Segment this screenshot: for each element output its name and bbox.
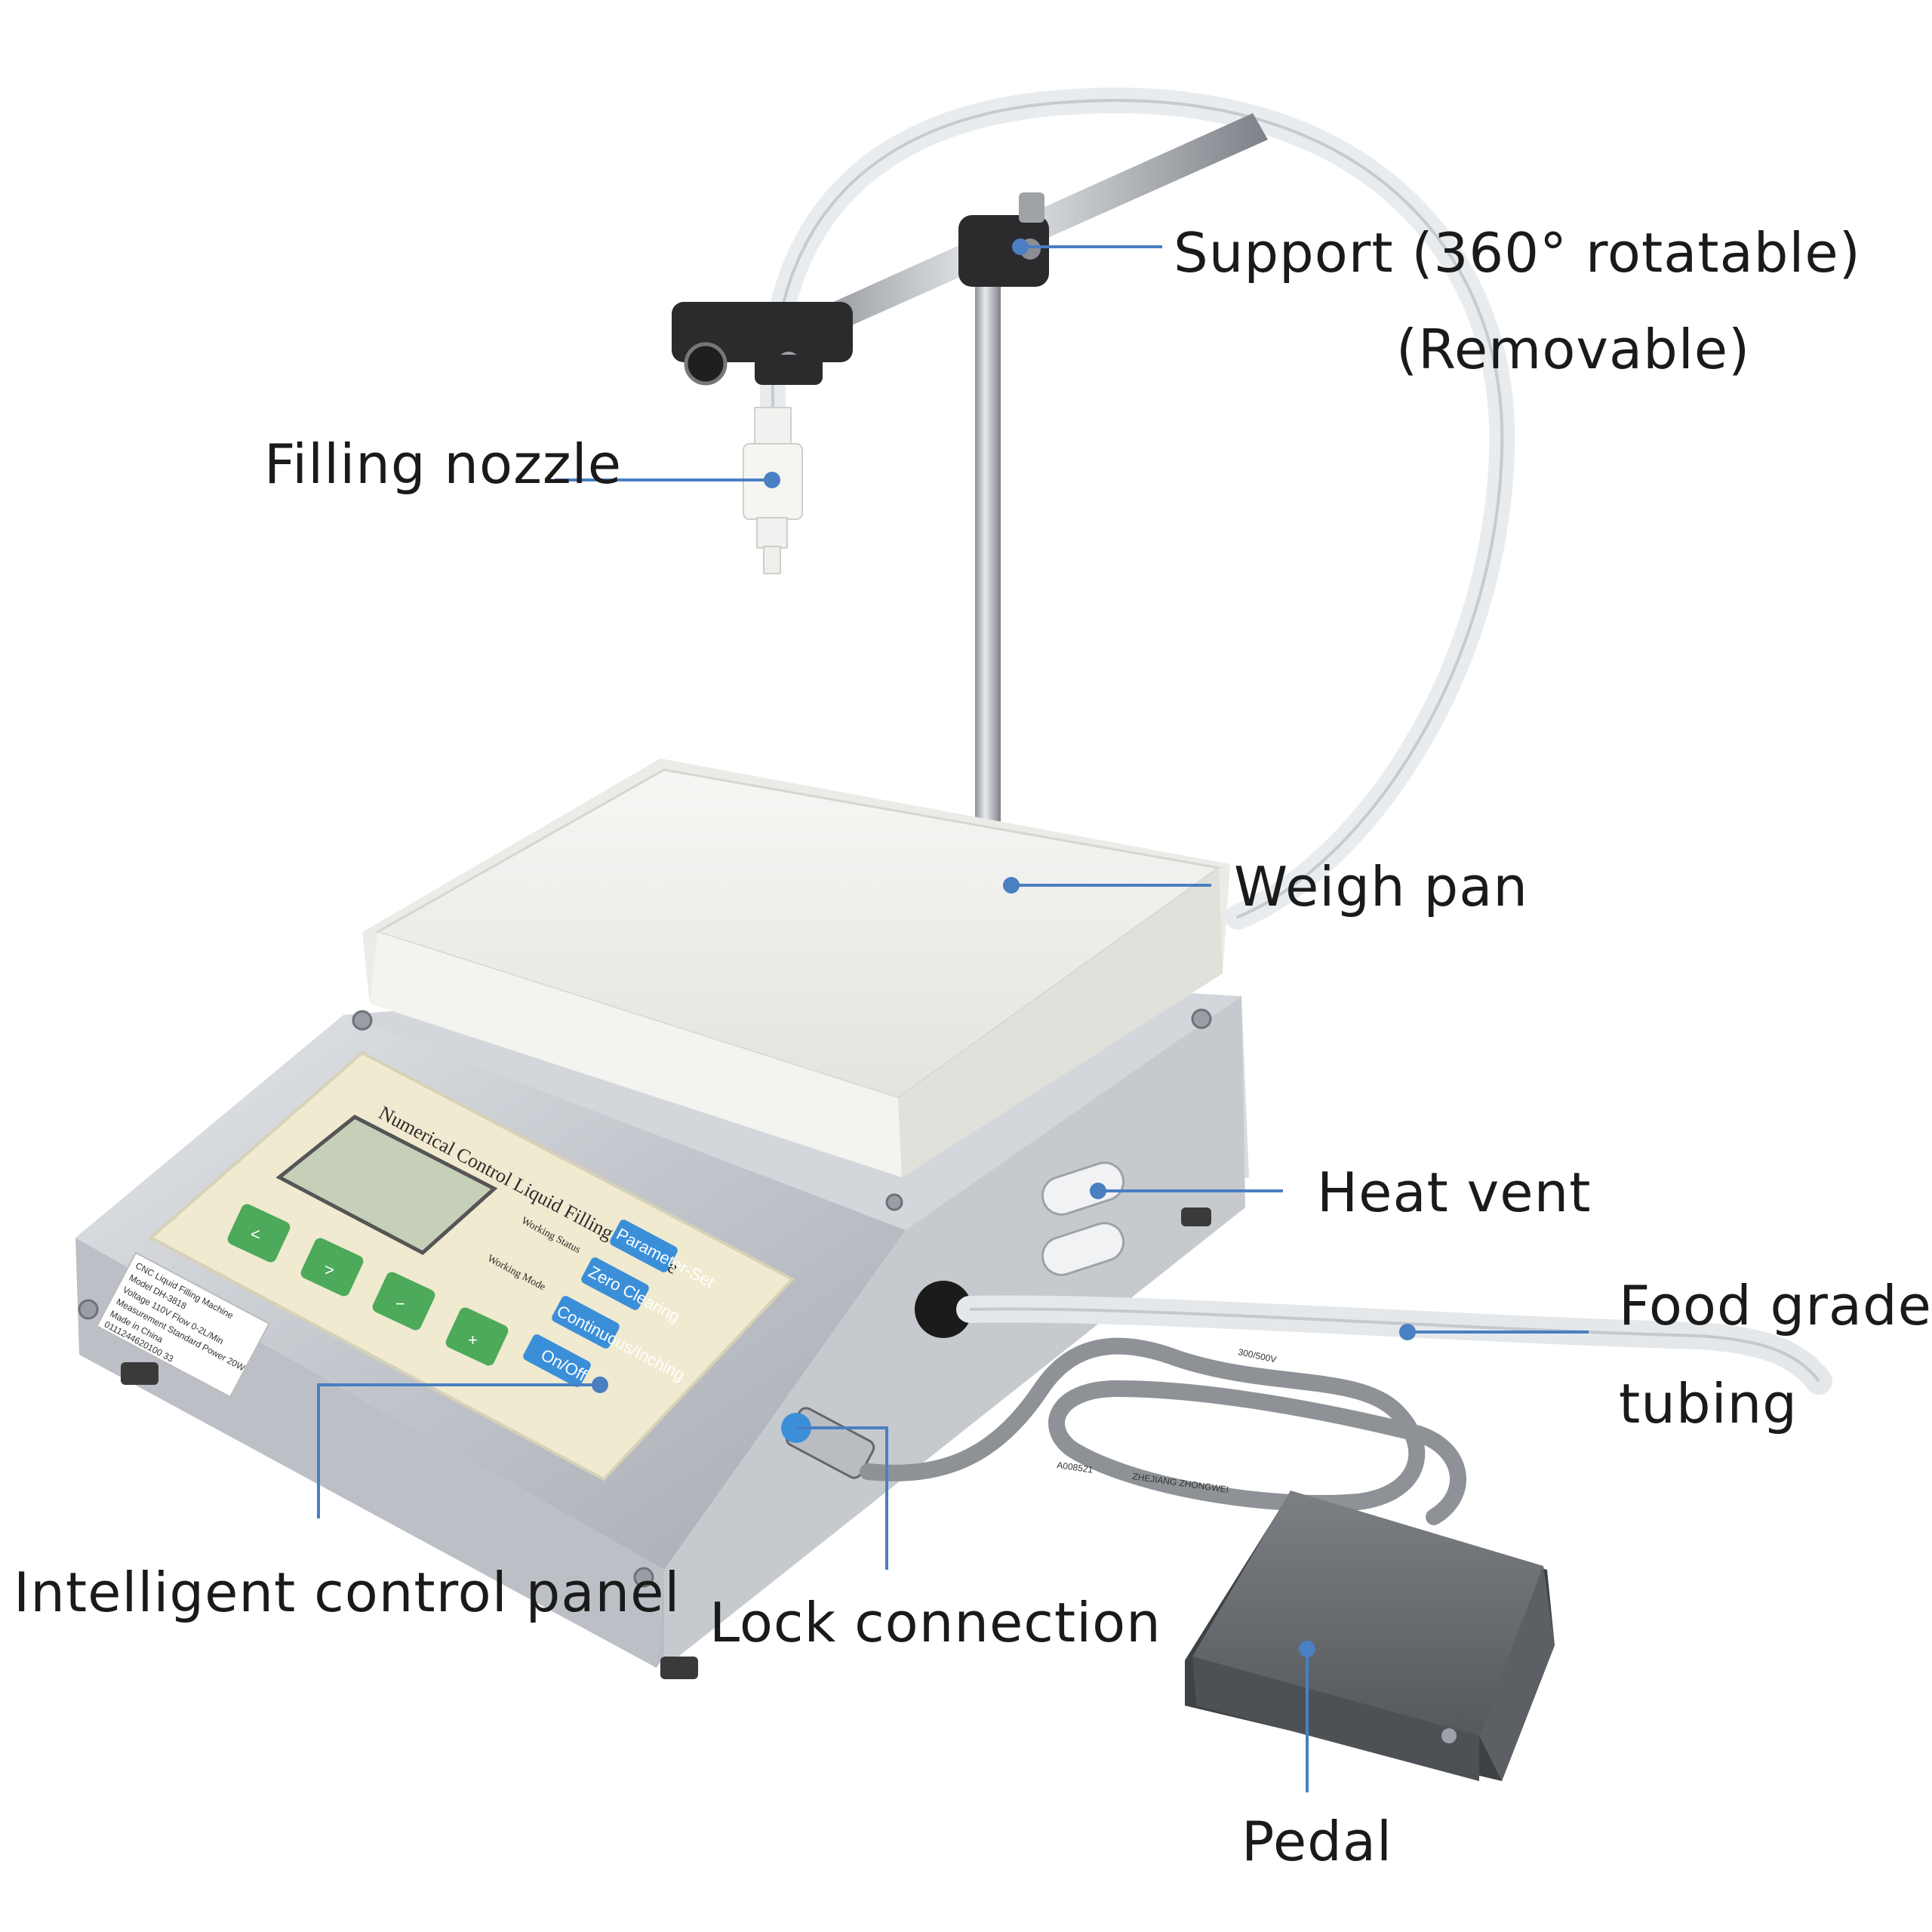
label-pedal: Pedal bbox=[1241, 1810, 1392, 1873]
heat-vent bbox=[1041, 1161, 1125, 1276]
minus-button[interactable]: − bbox=[371, 1270, 437, 1332]
screw bbox=[885, 1193, 903, 1211]
label-control-panel: Intelligent control panel bbox=[14, 1561, 681, 1624]
label-support: Support (360° rotatable) bbox=[1174, 221, 1861, 285]
screw bbox=[352, 1010, 373, 1031]
machine-foot bbox=[121, 1362, 158, 1385]
machine-foot bbox=[1181, 1208, 1211, 1226]
support-rod-vertical bbox=[975, 226, 1001, 875]
control-panel: Numerical Control Liquid Filling Machine… bbox=[148, 1051, 795, 1481]
left-button[interactable]: < bbox=[226, 1202, 292, 1264]
plus-button[interactable]: + bbox=[444, 1306, 510, 1367]
label-support-removable: (Removable) bbox=[1396, 318, 1751, 381]
nameplate: CNC Liquid Filling Machine Model DH-3818… bbox=[96, 1251, 270, 1398]
cable-print: 300/500V bbox=[1237, 1346, 1277, 1364]
cable-print: A008521 bbox=[1057, 1460, 1094, 1475]
label-heat-vent: Heat vent bbox=[1317, 1161, 1592, 1224]
svg-text:+: + bbox=[468, 1331, 478, 1349]
foot-pedal bbox=[1185, 1491, 1555, 1781]
tubing-outlet bbox=[915, 1281, 972, 1338]
label-weigh-pan: Weigh pan bbox=[1234, 855, 1528, 918]
machine-foot bbox=[660, 1657, 698, 1679]
support-clamp-upper bbox=[958, 192, 1049, 287]
right-button[interactable]: > bbox=[299, 1236, 365, 1298]
label-filling-nozzle: Filling nozzle bbox=[264, 432, 622, 496]
svg-text:<: < bbox=[251, 1225, 260, 1244]
screw bbox=[1191, 1008, 1212, 1029]
label-food-grade-tubing: tubing bbox=[1619, 1372, 1798, 1435]
screw bbox=[78, 1299, 99, 1320]
support-clamp-lower bbox=[672, 302, 853, 386]
label-food-grade: Food grade bbox=[1619, 1274, 1932, 1337]
weigh-pan bbox=[362, 758, 1230, 1177]
svg-text:−: − bbox=[395, 1294, 405, 1313]
svg-text:>: > bbox=[325, 1260, 334, 1279]
filling-nozzle bbox=[743, 407, 803, 574]
lcd-screen bbox=[275, 1115, 498, 1256]
pedal-cable bbox=[860, 1337, 1466, 1525]
label-lock-connection: Lock connection bbox=[709, 1591, 1161, 1654]
callout-lines bbox=[317, 238, 1589, 1792]
screw bbox=[633, 1567, 654, 1588]
